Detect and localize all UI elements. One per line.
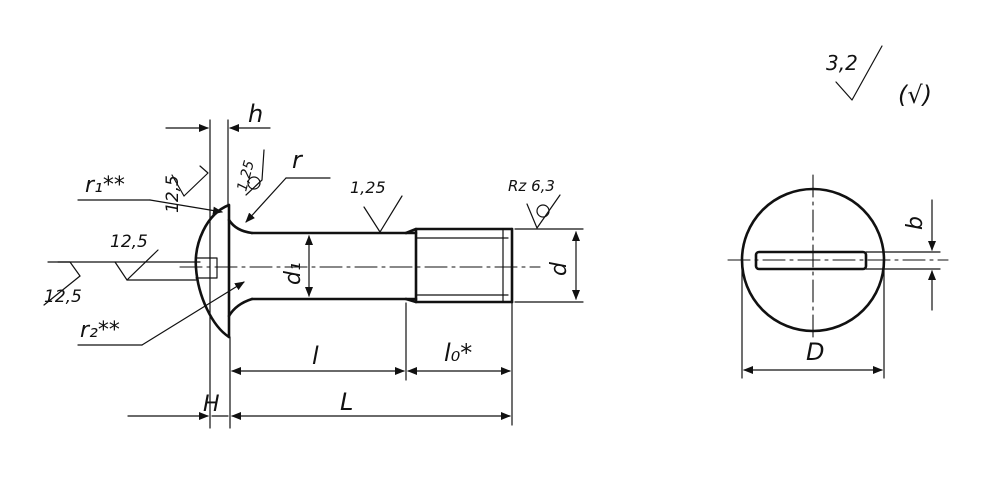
roughness-head-bottom: 12,5	[44, 287, 82, 307]
side-view: h 12,5 1,25 r r₁** 12,5 12,5 r₂** 1,25	[43, 100, 584, 429]
screw-head-outline	[194, 203, 231, 339]
dim-r-label: r	[292, 146, 304, 174]
head-slot	[195, 257, 218, 279]
dim-l-label: l	[312, 342, 319, 370]
thread-chamfer-bottom	[404, 297, 514, 304]
end-view: b D	[727, 174, 949, 379]
dim-D-label: D	[806, 338, 824, 366]
thread-chamfer-top	[404, 227, 514, 235]
fillet-bottom	[227, 297, 254, 318]
fillet-top	[227, 218, 254, 235]
dim-l0-label: l₀*	[444, 339, 472, 367]
roughness-fillet: 1,25	[234, 159, 258, 193]
finish-roughness-value: 3,2	[826, 51, 858, 75]
dim-r1-label: r₁**	[85, 173, 125, 198]
dim-h-label: h	[248, 100, 263, 128]
finish-parenthetical: (√)	[898, 81, 932, 109]
dim-H-label: H	[203, 392, 220, 417]
dim-L-label: L	[340, 388, 353, 416]
surface-finish-note: 3,2 (√)	[826, 45, 932, 109]
dim-d-label: d	[547, 261, 572, 276]
roughness-shank: 1,25	[350, 178, 386, 197]
dim-r2-label: r₂**	[80, 318, 120, 343]
roughness-head-top: 12,5	[163, 175, 183, 213]
roughness-thread: Rz 6,3	[508, 177, 555, 195]
dim-d1-label: d₁	[281, 262, 306, 285]
roughness-slot: 12,5	[110, 232, 148, 252]
dim-b-label: b	[903, 216, 928, 230]
